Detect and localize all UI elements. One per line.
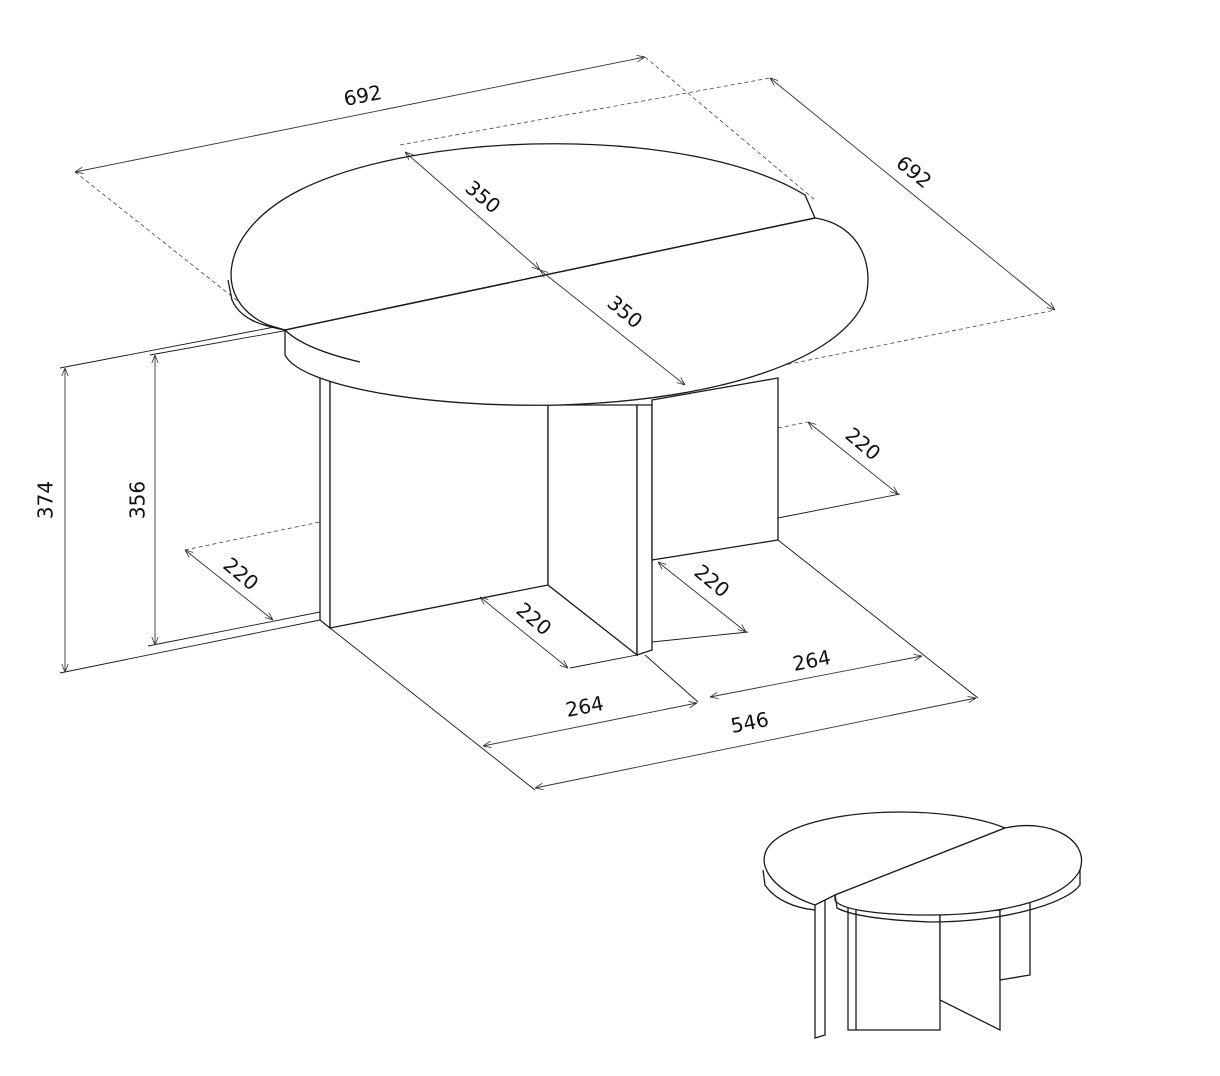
label-leg-width-right: 264 [791,645,833,676]
label-leg-width-left: 264 [564,691,606,722]
label-leg-depth-left: 220 [219,552,264,595]
label-leg-depth-center-right: 220 [690,559,735,602]
dimension-lines [65,57,1055,788]
extension-lines [59,56,1056,791]
inset-perspective-view [762,811,1083,1039]
label-top-length: 692 [342,80,384,111]
label-leg-depth-center: 220 [512,597,557,640]
table-legs [319,377,779,657]
label-leg-height: 356 [126,481,150,519]
label-base-width: 546 [729,707,771,738]
label-side-length: 692 [892,150,937,193]
tabletop [227,143,869,406]
label-total-height: 374 [34,481,58,519]
label-leg-depth-right: 220 [841,422,886,465]
